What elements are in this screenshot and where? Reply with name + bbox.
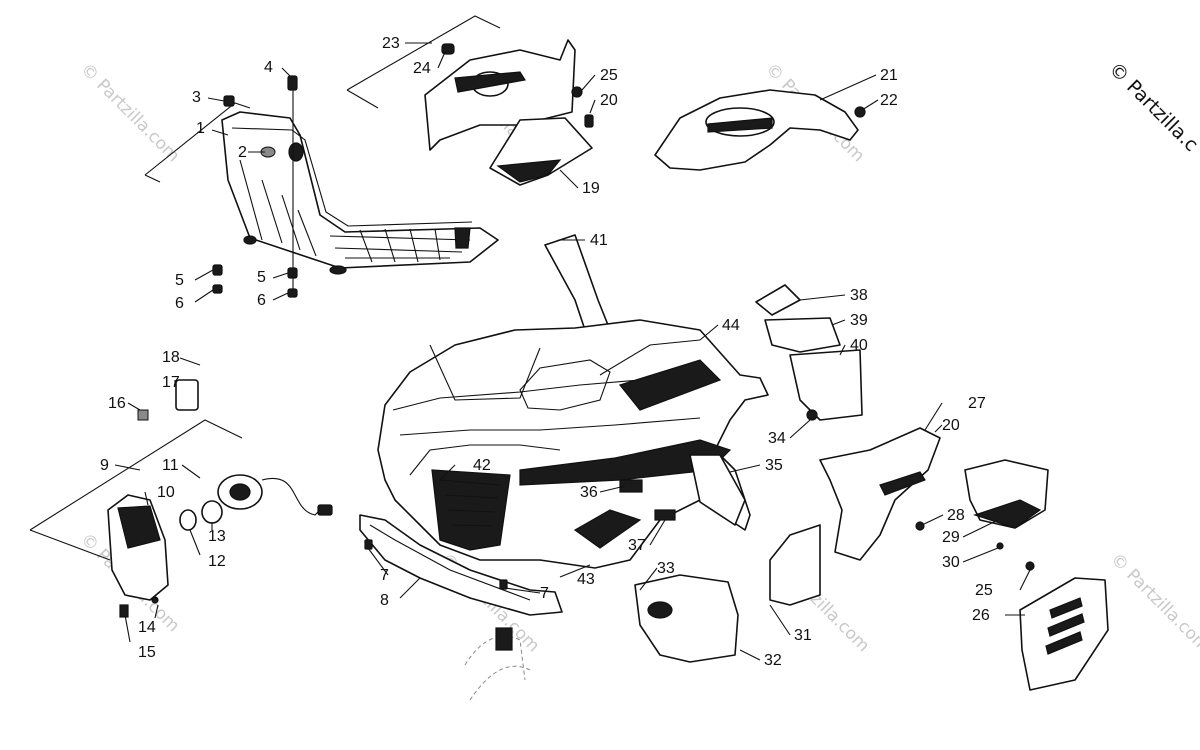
callout-14: 14: [138, 619, 156, 636]
rack-hardware: [212, 75, 298, 298]
callout-16: 16: [108, 395, 126, 412]
callout-3: 3: [192, 89, 201, 106]
callout-7b: 7: [540, 585, 549, 602]
callout-19: 19: [582, 180, 600, 197]
callout-24: 24: [413, 60, 431, 77]
callout-21: 21: [880, 67, 898, 84]
callout-31: 31: [794, 627, 812, 644]
callout-18: 18: [162, 349, 180, 366]
callout-20b: 20: [942, 417, 960, 434]
callout-5b: 5: [257, 269, 266, 286]
leader-lines: [114, 42, 1035, 661]
callout-34: 34: [768, 430, 786, 447]
front-rack: [144, 102, 499, 275]
callout-13: 13: [208, 528, 226, 545]
callout-32: 32: [764, 652, 782, 669]
callout-43: 43: [577, 571, 595, 588]
callout-26: 26: [972, 607, 990, 624]
callout-15: 15: [138, 644, 156, 661]
callout-38: 38: [850, 287, 868, 304]
callout-4: 4: [264, 59, 273, 76]
callout-41: 41: [590, 232, 608, 249]
callout-20a: 20: [600, 92, 618, 109]
watermark-7: © Partzilla.com: [1106, 549, 1200, 656]
callout-9: 9: [100, 457, 109, 474]
callout-25b: 25: [975, 582, 993, 599]
callout-17: 17: [162, 374, 180, 391]
callout-22: 22: [880, 92, 898, 109]
callout-11: 11: [162, 457, 179, 474]
callout-25a: 25: [600, 67, 618, 84]
front-bumper: [359, 514, 563, 616]
callout-36: 36: [580, 484, 598, 501]
callout-23: 23: [382, 35, 400, 52]
side-decals: [755, 284, 863, 421]
headlight-assembly: [29, 379, 333, 618]
callout-6b: 6: [257, 292, 266, 309]
watermark-1: © Partzilla.com: [76, 59, 183, 166]
front-body: [377, 234, 769, 569]
frame-ghost: [464, 627, 531, 701]
callout-5a: 5: [175, 272, 184, 289]
callout-44: 44: [722, 317, 740, 334]
callout-2: 2: [238, 144, 247, 161]
callout-27: 27: [968, 395, 986, 412]
callout-42: 42: [473, 457, 491, 474]
callout-40: 40: [850, 337, 868, 354]
callout-10: 10: [157, 484, 175, 501]
callout-30: 30: [942, 554, 960, 571]
callout-labels: 1 2 3 4 5 5 6 6 7 7 8 9 10 11 12 13 14 1…: [100, 35, 993, 669]
callout-29: 29: [942, 529, 960, 546]
callout-33: 33: [657, 560, 675, 577]
callout-12: 12: [208, 553, 226, 570]
callout-39: 39: [850, 312, 868, 329]
callout-8: 8: [380, 592, 389, 609]
watermark-corner: © Partzilla.c: [1104, 58, 1200, 156]
upper-panel-group: [346, 15, 594, 186]
callout-28: 28: [947, 507, 965, 524]
storage-cover: [654, 89, 866, 171]
callout-35: 35: [765, 457, 783, 474]
callout-1: 1: [196, 120, 205, 137]
callout-6a: 6: [175, 295, 184, 312]
side-panels: [634, 427, 1109, 691]
callout-37: 37: [628, 537, 646, 554]
callout-7a: 7: [380, 567, 389, 584]
